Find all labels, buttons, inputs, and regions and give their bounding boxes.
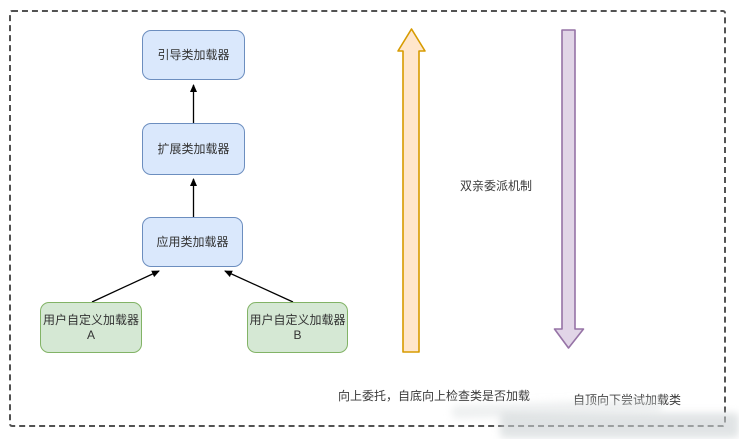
node-extension-label: 扩展类加载器 <box>157 141 230 156</box>
node-bootstrap-loader: 引导类加载器 <box>142 30 245 80</box>
downward-loading-note: 自顶向下尝试加载类 <box>573 393 682 407</box>
node-custom-a-label: 用户自定义加载器A <box>42 313 139 342</box>
diagram-dashed-border <box>9 10 726 427</box>
node-extension-loader: 扩展类加载器 <box>142 123 245 175</box>
mechanism-label: 双亲委派机制 <box>460 179 533 193</box>
upward-delegation-arrow-icon <box>397 28 426 353</box>
downward-loading-arrow-icon <box>553 29 585 349</box>
node-application-label: 应用类加载器 <box>156 234 229 249</box>
node-custom-b-label: 用户自定义加载器B <box>249 313 346 342</box>
node-application-loader: 应用类加载器 <box>142 217 243 267</box>
upward-delegation-note: 向上委托，自底向上检查类是否加载 <box>338 389 531 403</box>
node-custom-loader-b: 用户自定义加载器B <box>247 302 348 353</box>
node-bootstrap-label: 引导类加载器 <box>157 47 230 62</box>
node-custom-loader-a: 用户自定义加载器A <box>40 302 142 353</box>
connector-custom-a-to-application <box>91 270 160 303</box>
connector-custom-b-to-application <box>224 270 294 303</box>
